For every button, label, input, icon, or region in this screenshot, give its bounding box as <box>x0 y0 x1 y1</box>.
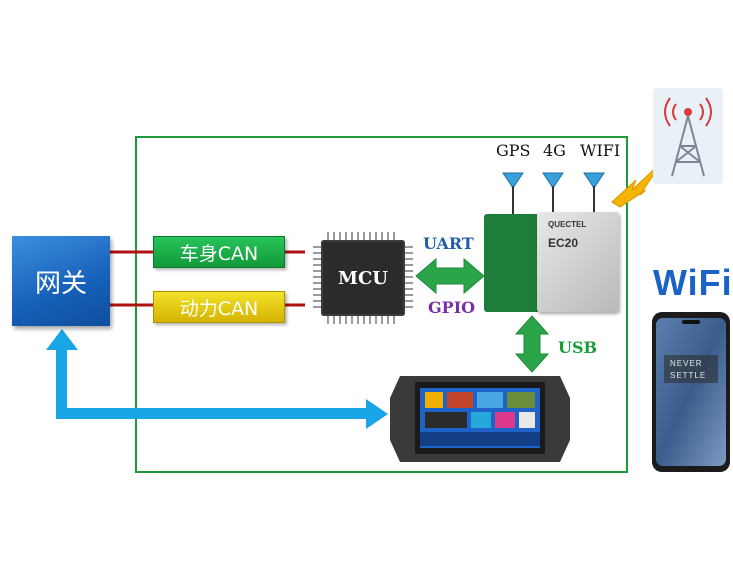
phone-banner <box>664 355 718 383</box>
module-brand: QUECTEL <box>548 220 587 229</box>
smartphone-icon <box>652 312 730 472</box>
ec20-module <box>537 212 619 312</box>
phone-screen-text-2: SETTLE <box>670 371 707 380</box>
wifi-antenna-label: WIFI <box>580 141 621 160</box>
can-lines <box>110 250 305 307</box>
mcu-label: MCU <box>338 267 388 289</box>
gateway-label: 网关 <box>34 268 87 299</box>
4g-antenna-label: 4G <box>543 141 566 160</box>
module-board <box>484 214 540 312</box>
signal-tower-icon <box>653 88 723 184</box>
phone-screen-text-1: NEVER <box>670 359 703 368</box>
gpio-label: GPIO <box>428 298 476 317</box>
body-can-box: 车身CAN <box>153 236 285 268</box>
feedback-arrow <box>46 329 388 429</box>
gps-antenna-label: GPS <box>496 141 531 160</box>
uart-label: UART <box>423 234 474 253</box>
usb-label: USB <box>558 338 598 357</box>
powertrain-can-box: 动力CAN <box>153 291 285 323</box>
wifi-logo: WiFi <box>653 262 733 303</box>
antenna-icon <box>502 172 605 214</box>
gateway-box: 网关 <box>12 236 110 326</box>
module-model: EC20 <box>548 236 579 250</box>
lightning-icon <box>611 161 663 208</box>
car-radio-icon <box>390 376 570 462</box>
usb-arrow <box>514 315 550 373</box>
uart-gpio-arrow <box>415 257 485 295</box>
mcu-pins <box>313 232 413 324</box>
chip-icon: MCU <box>321 240 405 316</box>
